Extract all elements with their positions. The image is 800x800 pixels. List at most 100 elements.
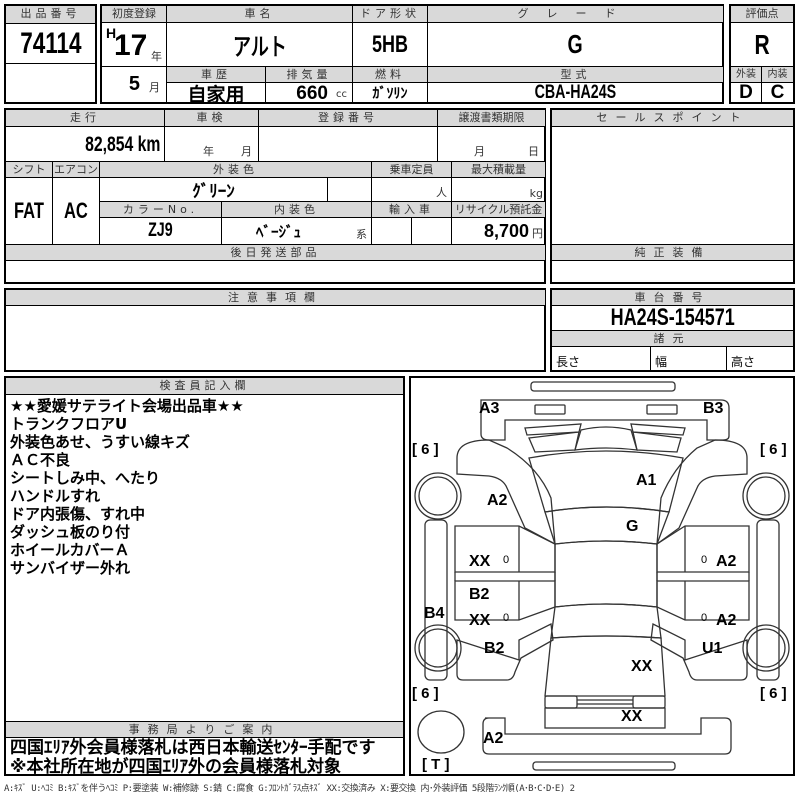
inspection-cell: 年 月 bbox=[164, 126, 259, 162]
rear-bumper bbox=[482, 717, 732, 755]
left-rear-quarter bbox=[456, 623, 554, 681]
note-line: トランクフロアU bbox=[10, 415, 128, 433]
import-label: 輸入車 bbox=[371, 201, 452, 218]
front-bumper-bar bbox=[530, 381, 676, 392]
first-registration-label: 初度登録 bbox=[101, 5, 167, 23]
recycle-fee-cell: 8,700 円 bbox=[451, 217, 546, 245]
lot-label: 出品番号 bbox=[6, 6, 95, 24]
note-line: サンバイザー外れ bbox=[10, 559, 131, 577]
recycle-fee-label: リサイクル預託金 bbox=[451, 201, 546, 218]
door-zero-marker: 0 bbox=[503, 554, 510, 566]
car-name-value: アルト bbox=[166, 22, 353, 67]
door-type-label: ドア形状 bbox=[352, 5, 428, 23]
damage-hood: A1 bbox=[636, 472, 657, 489]
sales-points-box: セールスポイント 純正装備 bbox=[550, 108, 795, 284]
spare-tire-label: [ T ] bbox=[422, 756, 450, 773]
genuine-equipment-label: 純正装備 bbox=[551, 244, 794, 261]
front-bumper bbox=[480, 399, 730, 441]
chassis-number: HA24S-154571 bbox=[551, 305, 794, 331]
tire-tread-rl: [ 6 ] bbox=[412, 685, 439, 702]
interior-color-label: 内装色 bbox=[221, 201, 372, 218]
notice-line: ※本社所在地が四国ｴﾘｱ外の会員様落札対象 bbox=[10, 757, 342, 777]
damage-left-rear-door: XX bbox=[469, 612, 491, 629]
import-cell-b bbox=[411, 217, 452, 245]
damage-rear-bumper: A2 bbox=[483, 730, 504, 747]
aircon-label: エアコン bbox=[52, 161, 100, 178]
aircon-value: AC bbox=[52, 177, 100, 245]
inspector-notes-content: ★★愛媛サテライト会場出品車★★ トランクフロアU 外装色あせ、うすい線キズ Ａ… bbox=[6, 395, 403, 735]
door-zero-marker: 0 bbox=[503, 612, 510, 624]
wheel-rr bbox=[742, 624, 790, 672]
exterior-color-extra bbox=[327, 177, 372, 202]
first-registration-year: H 17 年 bbox=[101, 22, 167, 67]
color-number-value: ZJ9 bbox=[99, 217, 222, 245]
capacity-cell: 人 bbox=[371, 177, 452, 202]
registration-number-label: 登録番号 bbox=[258, 109, 438, 127]
front-light-left bbox=[534, 404, 566, 415]
left-front-fender bbox=[456, 439, 556, 546]
interior-color-cell: ﾍﾞｰｼﾞｭ 系 bbox=[221, 217, 372, 245]
windshield bbox=[544, 506, 670, 545]
hood bbox=[528, 450, 684, 513]
right-sill bbox=[756, 519, 780, 681]
note-line: ＡＣ不良 bbox=[10, 451, 71, 469]
damage-left-front-fender: A2 bbox=[487, 492, 508, 509]
recycle-fee-value: 8,700 bbox=[483, 221, 529, 241]
right-rear-door bbox=[656, 580, 750, 621]
capacity-label: 乗車定員 bbox=[371, 161, 452, 178]
damage-front-bumper: A3 bbox=[479, 400, 500, 417]
interior-score-label: 内装 bbox=[761, 66, 794, 83]
spec-length: 長さ bbox=[551, 346, 651, 372]
grade-label: グレード bbox=[427, 5, 724, 23]
car-name-label: 車名 bbox=[166, 5, 353, 23]
door-type-value: 5HB bbox=[352, 22, 428, 67]
tail-light-right bbox=[632, 695, 666, 709]
wheel-fr bbox=[742, 472, 790, 520]
damage-right-front-door: A2 bbox=[716, 553, 737, 570]
door-zero-marker: 0 bbox=[701, 554, 708, 566]
chassis-box: 車台番号 HA24S-154571 諸元 長さ 幅 高さ bbox=[550, 288, 795, 372]
later-parts-cell bbox=[5, 260, 546, 284]
shift-value: FAT bbox=[5, 177, 53, 245]
tire-tread-fr: [ 6 ] bbox=[760, 441, 787, 458]
first-registration-month: 5 月 bbox=[101, 66, 167, 104]
tire-tread-rr: [ 6 ] bbox=[760, 685, 787, 702]
damage-right-rear-door: A2 bbox=[716, 612, 737, 629]
damage-right-rear-fender: U1 bbox=[702, 640, 723, 657]
displacement-value: 660 bbox=[296, 83, 328, 104]
sales-points-content bbox=[551, 126, 794, 245]
exterior-score-value: D bbox=[730, 82, 762, 104]
spare-tire bbox=[417, 710, 465, 754]
roof bbox=[554, 540, 658, 608]
tire-tread-fl: [ 6 ] bbox=[412, 441, 439, 458]
note-line: ホイールカバーＡ bbox=[10, 541, 130, 559]
interior-score-value: C bbox=[761, 82, 794, 104]
car-outline-diagram bbox=[414, 381, 790, 771]
damage-left-front-door: XX bbox=[469, 553, 491, 570]
wheel-fl bbox=[414, 472, 462, 520]
mileage-cell: 82,854 km bbox=[5, 126, 165, 162]
right-front-door bbox=[656, 525, 750, 573]
exterior-color-value: ｸﾞﾘｰﾝ bbox=[99, 177, 328, 202]
shift-label: シフト bbox=[5, 161, 53, 178]
tail-light-left bbox=[544, 695, 578, 709]
chassis-label: 車台番号 bbox=[551, 289, 794, 306]
exterior-score-label: 外装 bbox=[730, 66, 762, 83]
notice-line: 四国ｴﾘｱ外会員様落札は西日本輸送ｾﾝﾀｰ手配です bbox=[10, 738, 376, 758]
vehicle-details-table: 走行 82,854 km 車検 年 月 登録番号 譲渡書類期限 月 日 シフト … bbox=[4, 108, 546, 284]
damage-diagram-box: A3 B3 A1 G A2 XX 0 B2 XX 0 B4 B2 0 A2 0 … bbox=[409, 376, 795, 776]
fuel-label: 燃料 bbox=[352, 66, 428, 83]
damage-front-right-corner: B3 bbox=[703, 400, 724, 417]
left-sill bbox=[424, 519, 448, 681]
inspector-notes-box: 検査員記入欄 ★★愛媛サテライト会場出品車★★ トランクフロアU 外装色あせ、う… bbox=[4, 376, 405, 778]
caution-box: 注意事項欄 bbox=[4, 288, 546, 372]
lot-box: 出品番号 74114 bbox=[4, 4, 97, 104]
damage-code-legend: A:ｷｽﾞ U:ﾍｺﾐ B:ｷｽﾞを伴うﾍｺﾐ P:要塗装 W:補修跡 S:錆 … bbox=[4, 784, 575, 794]
model-code-label: 型式 bbox=[427, 66, 724, 83]
grade-value: G bbox=[427, 22, 724, 67]
transfer-deadline-label: 譲渡書類期限 bbox=[437, 109, 546, 127]
office-notice-content: 四国ｴﾘｱ外会員様落札は西日本輸送ｾﾝﾀｰ手配です ※本社所在地が四国ｴﾘｱ外の… bbox=[6, 738, 403, 778]
color-number-label: カラーNo. bbox=[99, 201, 222, 218]
rear-panel bbox=[544, 707, 666, 729]
damage-left-sill: B4 bbox=[424, 605, 445, 622]
